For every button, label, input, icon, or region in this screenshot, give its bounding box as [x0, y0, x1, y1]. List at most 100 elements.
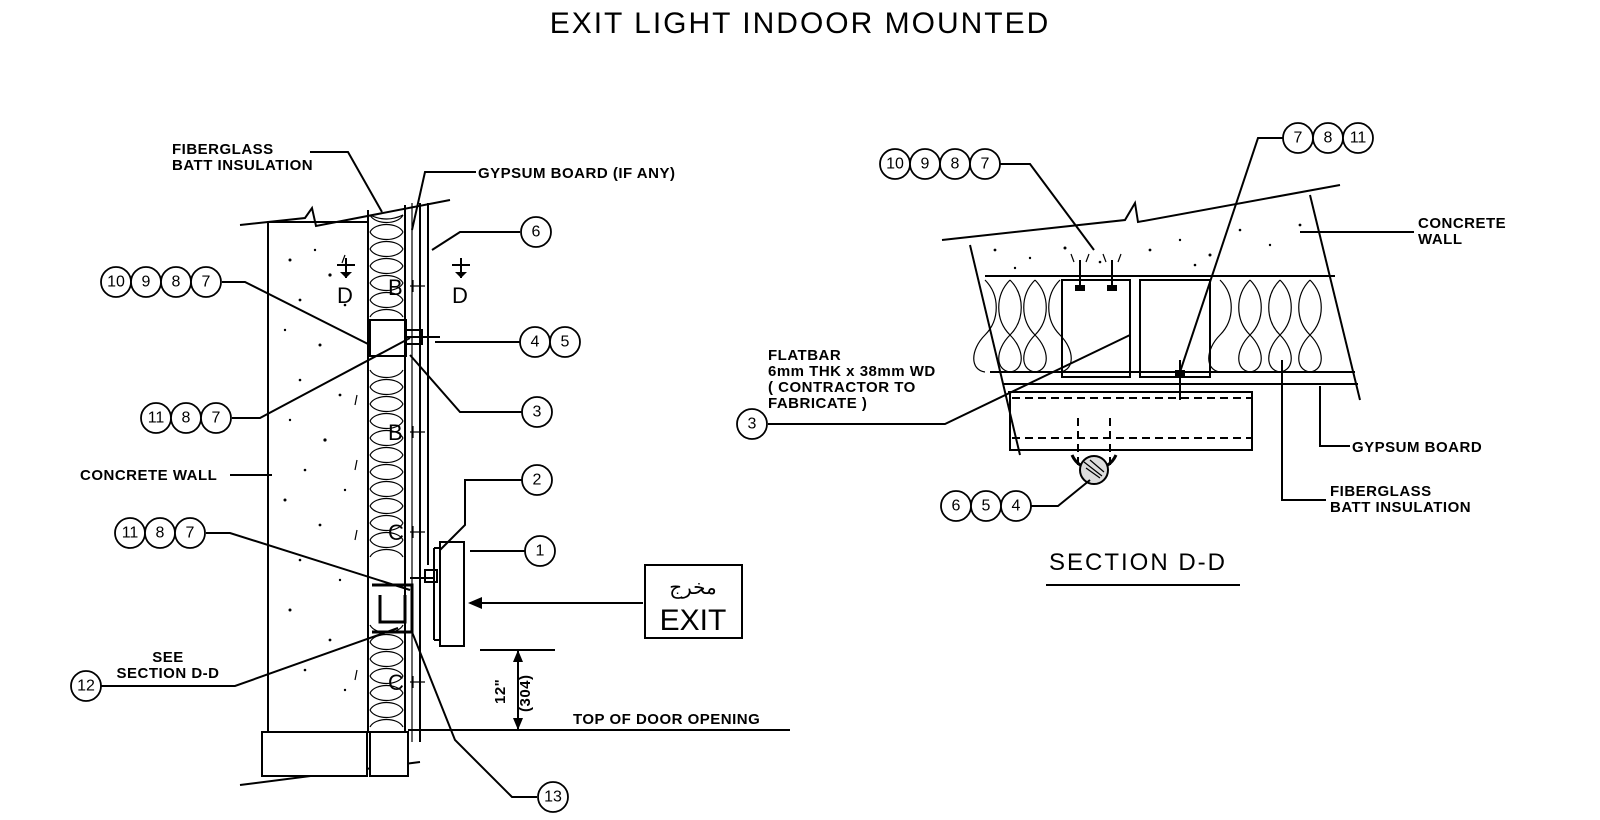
exit-light-fixture	[439, 541, 465, 647]
dd-gypsum-label: GYPSUM BOARD	[1352, 439, 1482, 456]
svg-text:12: 12	[77, 678, 95, 695]
svg-text:10: 10	[886, 156, 904, 173]
svg-text:6: 6	[952, 498, 961, 515]
leader-2	[439, 479, 522, 551]
svg-text:9: 9	[142, 274, 151, 291]
svg-text:8: 8	[182, 410, 191, 427]
dd-bubble-10987: 10 9 8 7	[879, 148, 1001, 180]
dim-arrow-bottom	[513, 718, 523, 730]
dim-imperial: 12"	[492, 679, 509, 704]
svg-text:1: 1	[536, 543, 545, 560]
svg-text:11: 11	[1350, 130, 1367, 147]
dd-concrete-label-1: CONCRETE	[1418, 215, 1506, 232]
letter-c-lower: C	[388, 670, 404, 695]
dd-fiberglass-2: BATT INSULATION	[1330, 499, 1471, 516]
left-detail: D D B B C C FIBERGLASS BATT INSULATION G…	[80, 141, 790, 798]
svg-text:7: 7	[981, 156, 990, 173]
dd-light-box	[1009, 391, 1253, 451]
dd-lamp-hatch	[1083, 459, 1105, 479]
exit-sign-box	[644, 564, 743, 639]
bubble-1187-lower: 11 8 7	[114, 517, 206, 549]
dd-anchors	[1070, 253, 1185, 400]
svg-text:5: 5	[982, 498, 991, 515]
top-of-door-label: TOP OF DOOR OPENING	[573, 711, 760, 728]
arrow-c-lower	[410, 676, 425, 688]
see-section-label: SECTION D-D	[117, 665, 220, 682]
dd-insulation-right	[1208, 279, 1322, 373]
dim-metric: (304)	[517, 674, 534, 712]
concrete-hatch	[283, 248, 358, 692]
dd-leader-gypsum	[1319, 386, 1350, 447]
section-mark-label-left: D	[337, 283, 353, 308]
svg-text:3: 3	[533, 404, 542, 421]
dd-bubble-654: 6 5 4	[940, 490, 1032, 522]
svg-text:5: 5	[561, 334, 570, 351]
see-label: SEE	[152, 649, 184, 666]
bubble-3-left: 3	[521, 396, 553, 428]
dd-concrete-label-2: WALL	[1418, 231, 1463, 248]
break-line-top	[239, 199, 451, 228]
arrow-b-lower	[410, 426, 425, 438]
leader-12	[100, 627, 399, 687]
bubble-13: 13	[537, 781, 569, 813]
dd-side-right	[1309, 194, 1361, 401]
dd-flatbar-2: 6mm THK x 38mm WD	[768, 363, 936, 380]
svg-text:11: 11	[148, 410, 165, 427]
leader-1187b	[206, 532, 411, 591]
section-dd: CONCRETE WALL FLATBAR 6mm THK x 38mm WD …	[768, 137, 1506, 586]
arrow-c-upper	[410, 526, 425, 538]
dd-side-left	[969, 244, 1021, 456]
svg-text:8: 8	[1324, 130, 1333, 147]
bubble-2: 2	[521, 464, 553, 496]
concrete-wall-body	[267, 221, 369, 733]
dd-leader-fiberglass	[1281, 360, 1326, 501]
leader-fiberglass	[310, 151, 383, 213]
bubble-1187-upper: 11 8 7	[140, 402, 232, 434]
svg-text:4: 4	[531, 334, 540, 351]
leader-6	[431, 231, 520, 251]
section-dd-title: SECTION D-D	[1049, 549, 1227, 576]
exit-sign-arabic: مخرج	[669, 577, 717, 599]
concrete-wall-label: CONCRETE WALL	[80, 467, 217, 484]
dd-bubble-3: 3	[736, 408, 768, 440]
dd-break-top	[941, 184, 1341, 241]
dd-leader-7811	[1179, 137, 1283, 373]
dim-arrow-top	[513, 650, 523, 662]
dd-flatbar-4: FABRICATE )	[768, 395, 867, 412]
leader-gypsum	[411, 171, 476, 231]
leader-3	[409, 354, 522, 413]
upper-bolt-head	[405, 329, 423, 345]
bubble-12: 12	[70, 670, 102, 702]
fiberglass-label-line1: FIBERGLASS	[172, 141, 274, 158]
sign-arrow-head	[468, 597, 482, 609]
svg-text:3: 3	[748, 416, 757, 433]
letter-c-upper: C	[388, 520, 404, 545]
svg-text:7: 7	[1294, 130, 1303, 147]
bubble-45: 4 5	[519, 326, 581, 358]
svg-text:13: 13	[544, 789, 562, 806]
letter-b-lower: B	[388, 420, 403, 445]
leader-13	[411, 631, 537, 798]
svg-text:8: 8	[951, 156, 960, 173]
dd-insulation-left	[973, 279, 1072, 373]
gypsum-label: GYPSUM BOARD (IF ANY)	[478, 165, 675, 182]
exit-sign-text: EXIT	[660, 604, 727, 637]
bubble-6-left: 6	[520, 216, 552, 248]
svg-text:8: 8	[156, 525, 165, 542]
svg-text:8: 8	[172, 274, 181, 291]
insulation-loops	[369, 214, 404, 728]
svg-text:4: 4	[1012, 498, 1021, 515]
dd-leader-10987	[1000, 163, 1095, 251]
dd-leader-654	[1020, 479, 1091, 507]
svg-text:11: 11	[122, 525, 139, 542]
dd-channel-box	[1139, 279, 1211, 378]
lower-clip	[424, 569, 438, 583]
svg-text:10: 10	[107, 274, 125, 291]
dd-fiberglass-1: FIBERGLASS	[1330, 483, 1432, 500]
dd-leader-3	[768, 334, 1131, 425]
svg-text:6: 6	[532, 224, 541, 241]
svg-text:9: 9	[921, 156, 930, 173]
lintel-block	[261, 731, 368, 777]
letter-b-upper: B	[388, 275, 403, 300]
